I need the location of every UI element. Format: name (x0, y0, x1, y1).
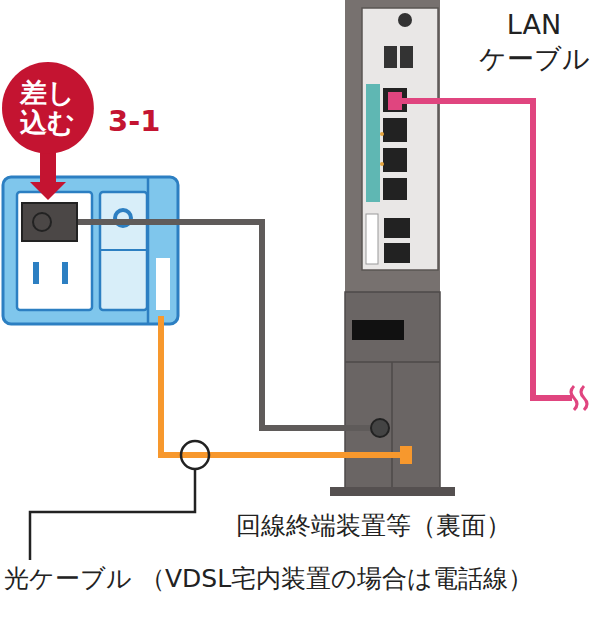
socket-slot (62, 262, 68, 284)
line-terminal-device (330, 0, 455, 496)
cable-label: LAN ケーブル (474, 8, 594, 76)
power-inlet (371, 419, 389, 437)
lan-plug (388, 92, 402, 110)
lan-cable (400, 101, 572, 398)
switch-plate (100, 192, 147, 310)
device-seam (391, 362, 393, 488)
badge-fill (2, 62, 94, 154)
power-cable (75, 222, 378, 428)
lan-port (383, 178, 407, 200)
lan-port (383, 148, 407, 172)
step-number: 3-1 (108, 104, 188, 139)
device-lower (345, 292, 440, 488)
outlet-panel (3, 177, 178, 324)
callout-circle (181, 441, 209, 469)
usb-port (400, 46, 413, 68)
optical-plug (400, 446, 412, 464)
vent-slot (352, 320, 404, 340)
power-plug (22, 203, 77, 241)
device-upper (345, 0, 440, 292)
cable-break (571, 386, 587, 410)
tel-strip (366, 214, 378, 264)
device-panel (362, 8, 438, 270)
plug-face (33, 213, 51, 231)
cable-label: 光ケーブル （VDSL宅内装置の場合は電話線） (4, 562, 592, 595)
led (380, 162, 384, 166)
leader-line (30, 469, 195, 560)
outlet-plate (17, 192, 92, 310)
panel-divider (147, 178, 150, 323)
led (380, 132, 384, 136)
badge-circle: 差し 込む (1, 61, 95, 155)
switch-line (100, 249, 147, 251)
optical-cable (161, 316, 404, 455)
device-label: 回線終端装置等（裏面） (236, 510, 592, 543)
device-base (330, 487, 455, 496)
badge-content: 差し 込む (1, 61, 95, 155)
optical-port (156, 258, 170, 310)
port-strip (366, 84, 380, 202)
lan-port (383, 118, 407, 142)
tel-port (384, 218, 410, 238)
socket-slot (33, 262, 39, 284)
power-jack (398, 13, 412, 27)
badge-text: 差し 込む (17, 78, 79, 137)
wall-outlet (3, 177, 178, 324)
usb-port (384, 46, 397, 68)
tel-port (384, 243, 410, 263)
